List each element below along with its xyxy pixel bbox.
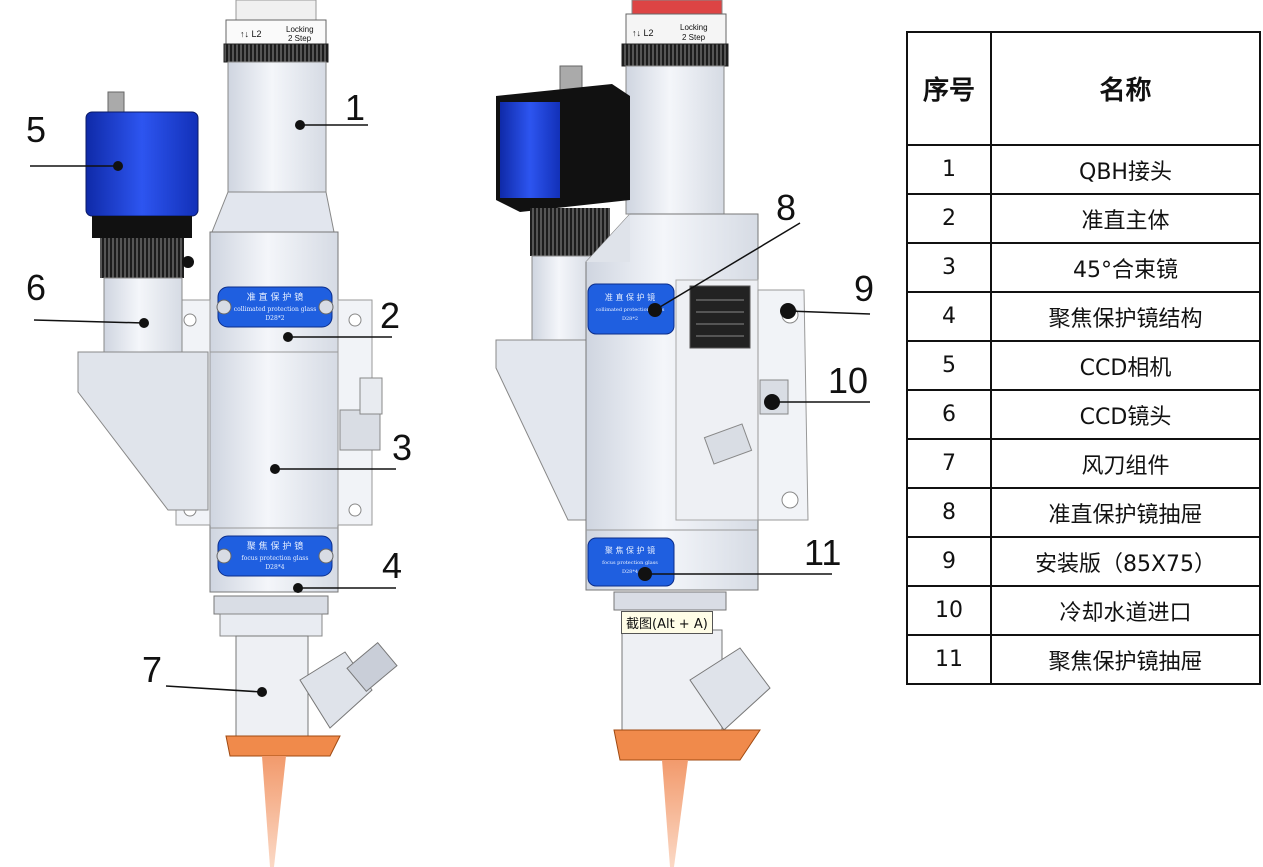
- laser-beam-right: [662, 760, 688, 867]
- focus-protection-plate-right: 聚 焦 保 护 镜 focus protection glass D28*4: [587, 537, 675, 587]
- callout-2: 2: [380, 295, 400, 336]
- callout-9: 9: [854, 268, 874, 309]
- ccd-lens: [103, 277, 183, 355]
- header-number: 序号: [906, 31, 992, 146]
- plate-spec-text: D28*2: [265, 315, 284, 322]
- plate-spec-text-right: D28*2: [622, 316, 638, 322]
- row-number: 7: [906, 438, 992, 489]
- row-number: 1: [906, 144, 992, 195]
- ccd-camera-right: [496, 65, 630, 347]
- row-part-name: CCD镜头: [990, 389, 1261, 440]
- plate-cn-text: 准 直 保 护 镜: [247, 291, 303, 303]
- row-number: 11: [906, 634, 992, 685]
- callout-7: 7: [142, 649, 162, 690]
- camera-bracket: [77, 351, 209, 511]
- plate-en-text-right: collimated protection glass: [596, 307, 665, 313]
- focus-plate-spec-text: D28*4: [265, 564, 284, 571]
- qbh-connector-right: ↑↓ L2 Locking 2 Step: [621, 0, 729, 215]
- header-name: 名称: [990, 31, 1261, 146]
- row-number: 10: [906, 585, 992, 636]
- water-inlet-fitting: [339, 377, 383, 451]
- row-part-name: 风刀组件: [990, 438, 1261, 489]
- air-knife-assembly-right: [613, 629, 771, 761]
- row-part-name: 准直保护镜抽屉: [990, 487, 1261, 538]
- laser-beam: [262, 756, 286, 867]
- focus-plate-cn-text-right: 聚 焦 保 护 镜: [605, 545, 655, 555]
- focus-plate-en-text: focus protection glass: [242, 555, 309, 562]
- table-header-row: 序号 名称: [906, 31, 1261, 146]
- qbh-connector: ↑↓ L2 Locking 2 Step: [223, 0, 329, 193]
- callout-3: 3: [392, 427, 412, 468]
- row-part-name: 聚焦保护镜结构: [990, 291, 1261, 342]
- plate-en-text: collimated protection glass: [234, 306, 317, 313]
- ccd-camera: [85, 91, 199, 278]
- row-number: 4: [906, 291, 992, 342]
- qbh-ring-locking-right: Locking: [680, 23, 708, 32]
- air-knife-assembly: [225, 635, 398, 757]
- row-number: 2: [906, 193, 992, 244]
- qbh-ring-step-right: 2 Step: [682, 33, 706, 42]
- qbh-ring-step: 2 Step: [288, 34, 312, 43]
- row-number: 9: [906, 536, 992, 587]
- qbh-ring-text: ↑↓ L2: [240, 29, 262, 39]
- screenshot-tooltip: 截图(Alt + A): [621, 611, 713, 634]
- callout-4: 4: [382, 545, 402, 586]
- callout-11: 11: [804, 532, 841, 573]
- row-part-name: 准直主体: [990, 193, 1261, 244]
- focus-protection-plate: 聚 焦 保 护 镜 focus protection glass D28*4: [216, 535, 334, 577]
- row-number: 6: [906, 389, 992, 440]
- row-part-name: 45°合束镜: [990, 242, 1261, 293]
- callout-1: 1: [345, 87, 365, 128]
- collimation-protection-plate: 准 直 保 护 镜 collimated protection glass D2…: [216, 286, 334, 328]
- row-part-name: QBH接头: [990, 144, 1261, 195]
- plate-cn-text-right: 准 直 保 护 镜: [605, 292, 655, 302]
- row-part-name: 安装版（85X75）: [990, 536, 1261, 587]
- callout-5: 5: [26, 109, 46, 150]
- collimation-protection-plate-right: 准 直 保 护 镜 collimated protection glass D2…: [587, 283, 675, 335]
- row-number: 8: [906, 487, 992, 538]
- left-laser-head: ↑↓ L2 Locking 2 Step 准 直 保 护 镜: [26, 0, 412, 867]
- water-inlet-fitting-right: [703, 379, 789, 465]
- row-part-name: CCD相机: [990, 340, 1261, 391]
- focus-plate-cn-text: 聚 焦 保 护 镜: [247, 540, 303, 552]
- qbh-ring-locking: Locking: [286, 25, 314, 34]
- row-part-name: 聚焦保护镜抽屉: [990, 634, 1261, 685]
- row-number: 5: [906, 340, 992, 391]
- row-number: 3: [906, 242, 992, 293]
- right-callouts: 8 9 10 11: [638, 187, 874, 581]
- callout-10: 10: [828, 360, 868, 401]
- focus-plate-spec-text-right: D28*4: [622, 569, 638, 575]
- name-plate: [689, 285, 751, 349]
- callout-6: 6: [26, 267, 46, 308]
- collimation-body-right: [585, 213, 759, 591]
- row-part-name: 冷却水道进口: [990, 585, 1261, 636]
- callout-8: 8: [776, 187, 796, 228]
- left-callouts: 1 2 3 4 5 6 7: [26, 87, 412, 697]
- focus-plate-en-text-right: focus protection glass: [602, 560, 658, 566]
- qbh-ring-text-right: ↑↓ L2: [632, 28, 654, 38]
- right-laser-head: ↑↓ L2 Locking 2 Step: [495, 0, 874, 867]
